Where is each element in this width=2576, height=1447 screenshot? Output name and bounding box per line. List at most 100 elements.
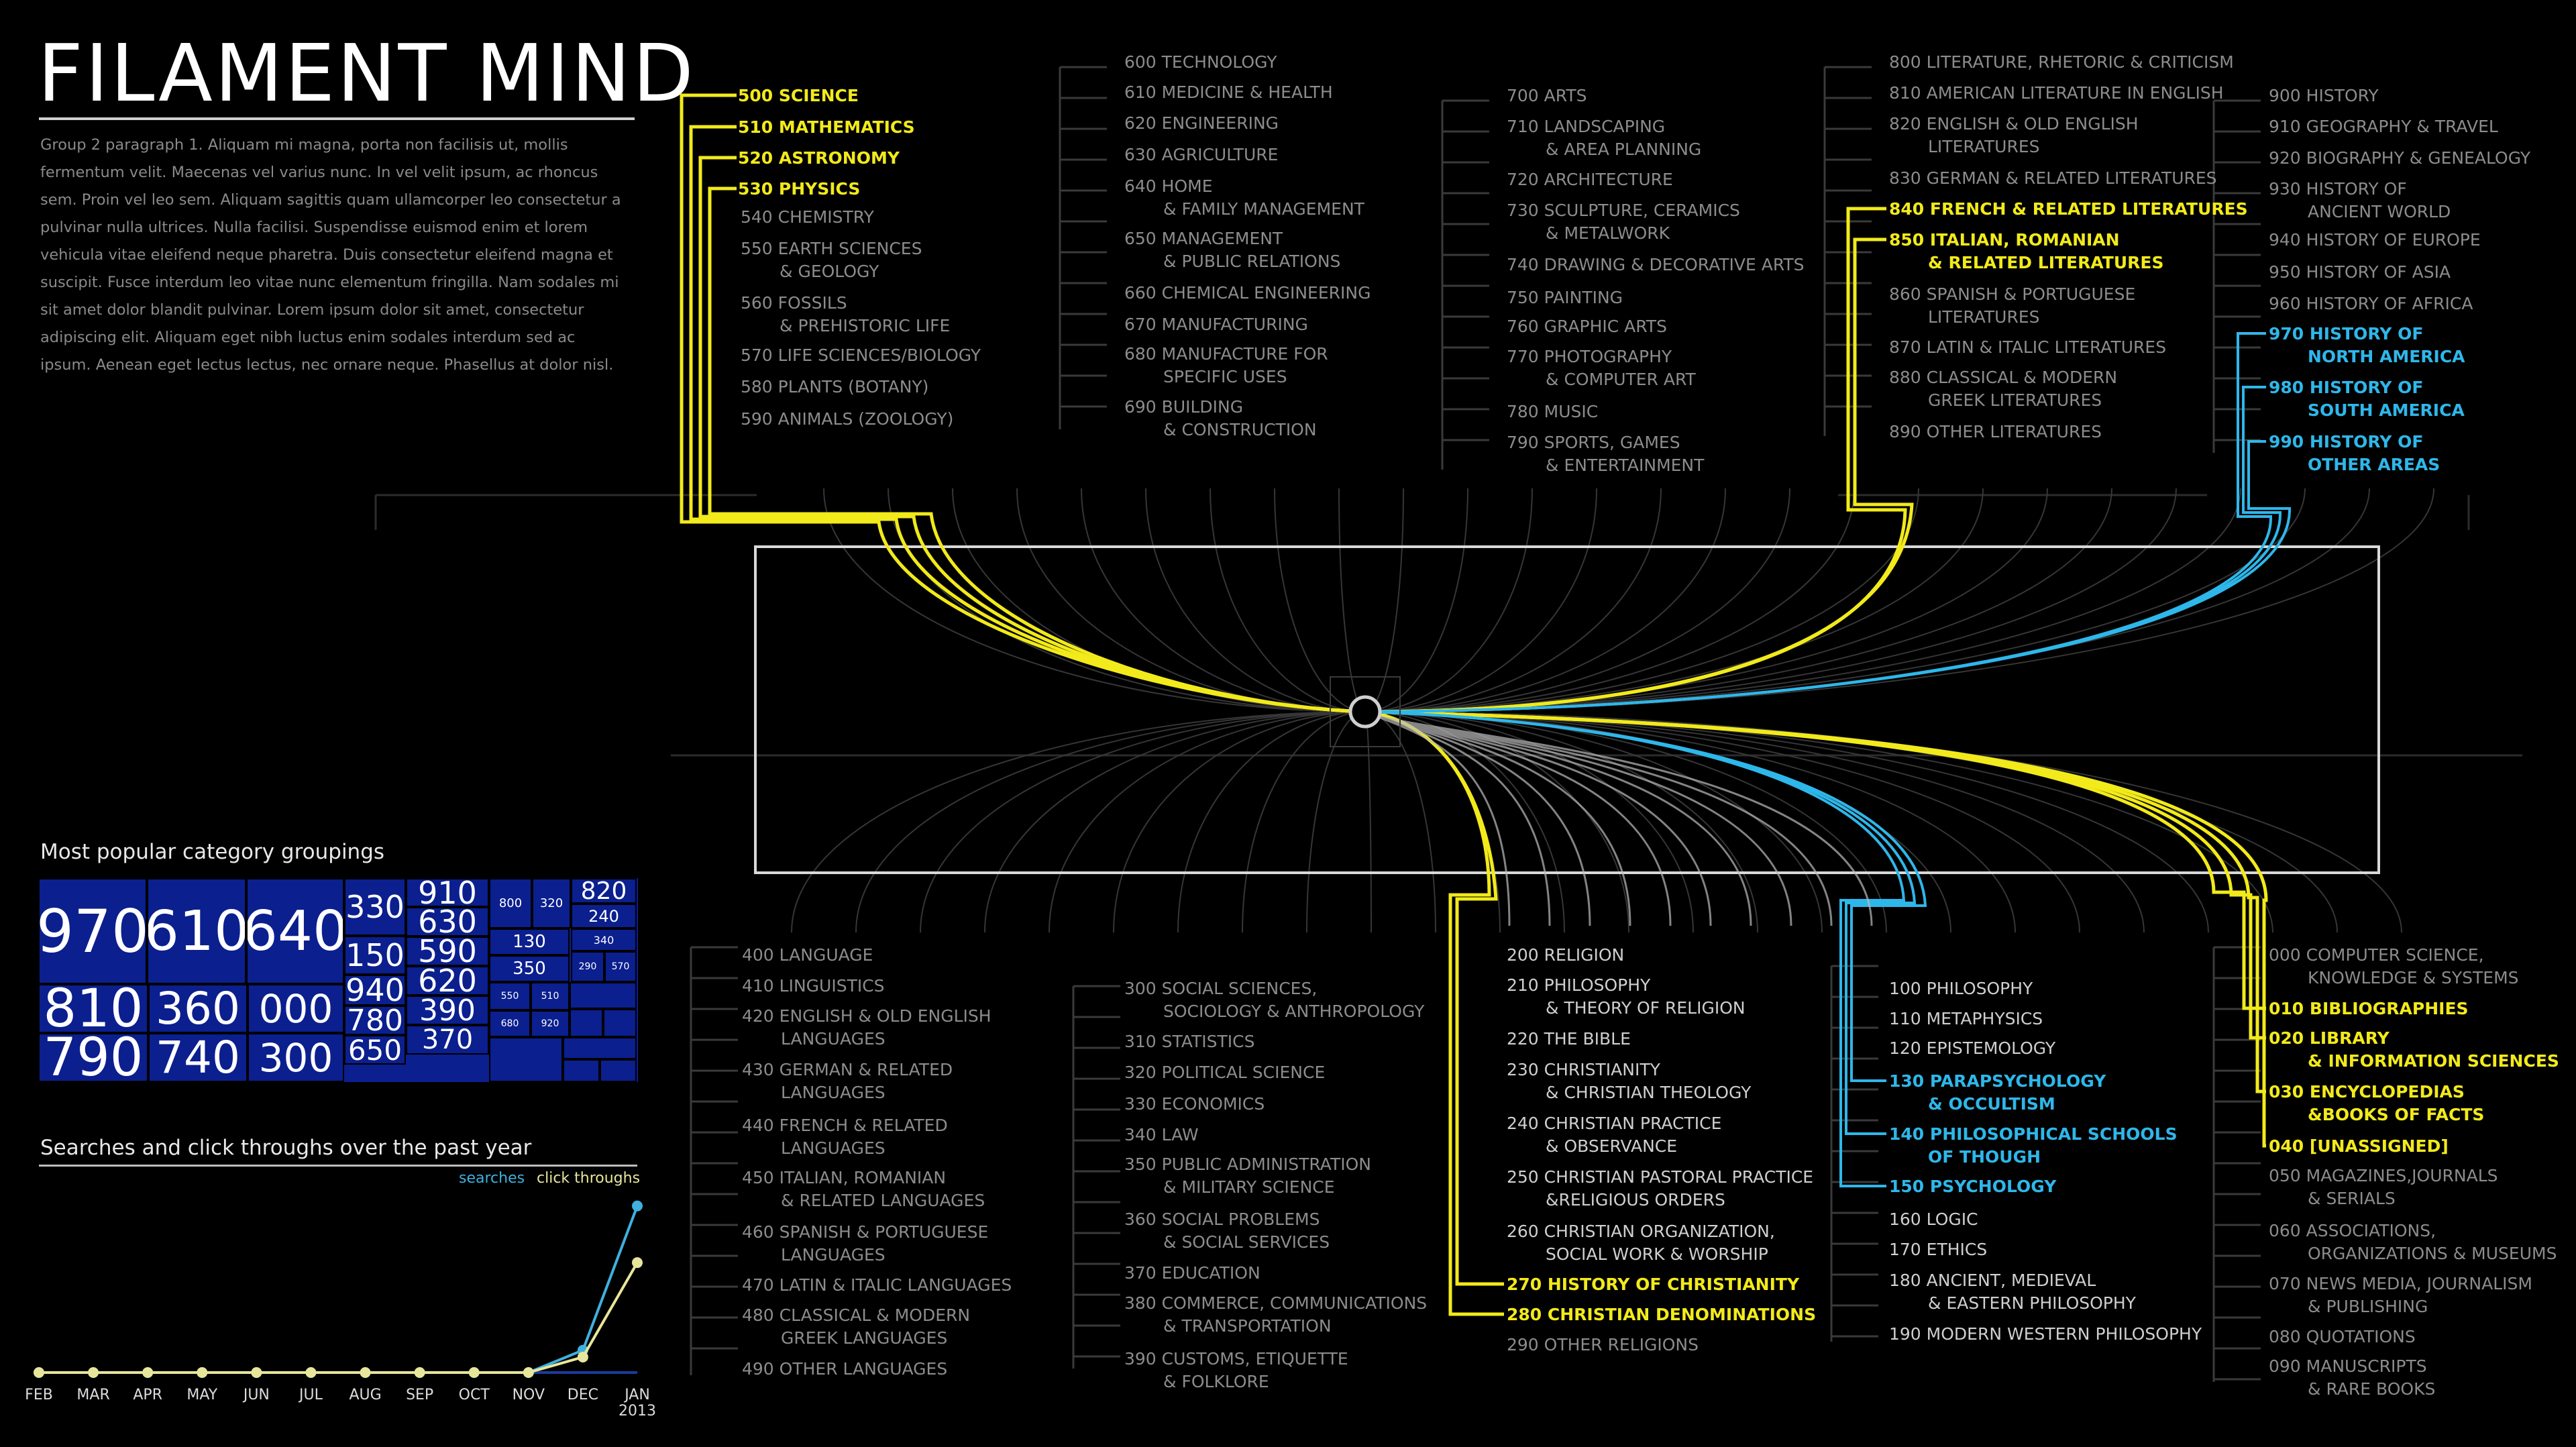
data-point[interactable] xyxy=(305,1367,317,1378)
filament-yellow xyxy=(1364,710,2268,1148)
dewey-category-label: & METALWORK xyxy=(1546,223,1670,243)
background-filament xyxy=(1242,711,1366,933)
background-filament xyxy=(1364,711,2402,933)
background-filament xyxy=(1364,488,1662,712)
dewey-category-label: &RELIGIOUS ORDERS xyxy=(1546,1190,1725,1210)
dewey-category-label: & PREHISTORIC LIFE xyxy=(780,316,950,335)
dewey-category-label: & OCCULTISM xyxy=(1928,1094,2055,1114)
dewey-category-label: 380 COMMERCE, COMMUNICATIONS xyxy=(1124,1293,1427,1313)
data-point[interactable] xyxy=(88,1367,99,1378)
dewey-category-label: 710 LANDSCAPING xyxy=(1507,117,1665,136)
dewey-category-label: 790 SPORTS, GAMES xyxy=(1507,433,1680,452)
treemap-block xyxy=(563,1037,637,1059)
year-label: 2013 xyxy=(619,1403,656,1419)
dewey-category-label: 320 POLITICAL SCIENCE xyxy=(1124,1063,1325,1082)
dewey-category-label: 850 ITALIAN, ROMANIAN xyxy=(1889,230,2120,250)
dewey-category-label: LANGUAGES xyxy=(781,1029,885,1049)
dewey-category-label: OTHER AREAS xyxy=(2308,455,2440,474)
background-filament xyxy=(1364,488,1790,712)
dewey-category-label: 490 OTHER LANGUAGES xyxy=(742,1359,947,1379)
treemap-cell: 390 xyxy=(406,996,489,1025)
dewey-category-label: 800 LITERATURE, RHETORIC & CRITICISM xyxy=(1889,52,2234,72)
dewey-category-label: 430 GERMAN & RELATED xyxy=(742,1060,953,1079)
dewey-category-label: 170 ETHICS xyxy=(1889,1240,1987,1259)
dewey-category-label: 480 CLASSICAL & MODERN xyxy=(742,1305,970,1325)
dewey-category-label: 610 MEDICINE & HEALTH xyxy=(1124,83,1333,102)
data-point[interactable] xyxy=(632,1257,643,1269)
dewey-category-label: GREEK LANGUAGES xyxy=(781,1328,947,1348)
dewey-category-label: 390 CUSTOMS, ETIQUETTE xyxy=(1124,1349,1348,1369)
dewey-category-label: 440 FRENCH & RELATED xyxy=(742,1116,948,1135)
dewey-category-label: 870 LATIN & ITALIC LITERATURES xyxy=(1889,337,2166,357)
treemap-cell: 510 xyxy=(531,982,570,1010)
dewey-category-label: 600 TECHNOLOGY xyxy=(1124,52,1277,72)
data-point[interactable] xyxy=(523,1367,534,1378)
background-filament xyxy=(1364,488,1597,712)
dewey-category-label: 890 OTHER LITERATURES xyxy=(1889,422,2102,441)
dewey-category-label: 580 PLANTS (BOTANY) xyxy=(741,377,928,396)
background-filaments xyxy=(791,488,2434,933)
month-tick-label: MAR xyxy=(76,1387,109,1403)
data-point[interactable] xyxy=(142,1367,154,1378)
background-filament xyxy=(1049,711,1366,933)
dewey-category-label: 900 HISTORY xyxy=(2269,86,2379,105)
background-filament xyxy=(1113,711,1366,933)
dewey-category-label: & MILITARY SCIENCE xyxy=(1163,1177,1335,1197)
dewey-category-label: 120 EPISTEMOLOGY xyxy=(1889,1038,2056,1058)
dewey-category-label: 690 BUILDING xyxy=(1124,397,1243,417)
dewey-category-label: & PUBLISHING xyxy=(2308,1297,2428,1316)
dewey-category-label: 680 MANUFACTURE FOR xyxy=(1124,344,1328,364)
dewey-category-label: 230 CHRISTIANITY xyxy=(1507,1060,1661,1079)
treemap-heading: Most popular category groupings xyxy=(40,840,385,864)
data-point[interactable] xyxy=(197,1367,208,1378)
dewey-category-label: & AREA PLANNING xyxy=(1546,140,1701,159)
background-filament xyxy=(952,488,1366,712)
data-point[interactable] xyxy=(577,1351,588,1362)
dewey-category-label: 310 STATISTICS xyxy=(1124,1032,1255,1051)
dewey-category-label: 640 HOME xyxy=(1124,176,1213,196)
data-point[interactable] xyxy=(632,1200,643,1212)
dewey-category-label: 260 CHRISTIAN ORGANIZATION, xyxy=(1507,1222,1775,1241)
month-tick-label: DEC xyxy=(568,1387,598,1403)
dewey-category-label: 410 LINGUISTICS xyxy=(742,976,885,996)
treemap-cell: 000 xyxy=(248,984,344,1033)
dewey-category-label: 200 RELIGION xyxy=(1507,945,1624,965)
dewey-category-label: SPECIFIC USES xyxy=(1163,367,1287,386)
dewey-category-label: 300 SOCIAL SCIENCES, xyxy=(1124,979,1317,998)
dewey-category-label: 920 BIOGRAPHY & GENEALOGY xyxy=(2269,148,2531,168)
treemap-block xyxy=(570,1009,603,1037)
data-point[interactable] xyxy=(414,1367,425,1378)
dewey-category-label: 880 CLASSICAL & MODERN xyxy=(1889,368,2117,387)
dewey-category-label: & RARE BOOKS xyxy=(2308,1379,2435,1399)
treemap-cell: 590 xyxy=(406,936,489,966)
dewey-category-label: 360 SOCIAL PROBLEMS xyxy=(1124,1210,1320,1229)
dewey-category-label: 140 PHILOSOPHICAL SCHOOLS xyxy=(1889,1124,2178,1144)
dewey-category-label: & RELATED LITERATURES xyxy=(1928,253,2163,272)
dewey-category-label: 620 ENGINEERING xyxy=(1124,113,1279,133)
data-point[interactable] xyxy=(468,1367,480,1378)
dewey-category-label: LANGUAGES xyxy=(781,1245,885,1265)
treemap-cell: 820 xyxy=(571,878,637,904)
dewey-category-label: 110 METAPHYSICS xyxy=(1889,1009,2043,1028)
treemap-cell: 340 xyxy=(571,928,637,951)
dewey-category-label: 100 PHILOSOPHY xyxy=(1889,979,2033,998)
month-tick-label: OCT xyxy=(459,1387,490,1403)
treemap-cell: 360 xyxy=(148,984,248,1033)
dewey-category-label: 470 LATIN & ITALIC LANGUAGES xyxy=(742,1275,1012,1295)
dewey-category-label: LITERATURES xyxy=(1928,137,2040,156)
treemap-cell: 910 xyxy=(406,878,489,907)
dewey-category-label: 750 PAINTING xyxy=(1507,288,1623,307)
dewey-category-label: 910 GEOGRAPHY & TRAVEL xyxy=(2269,117,2498,136)
background-filament xyxy=(791,711,1366,933)
data-point[interactable] xyxy=(251,1367,262,1378)
dewey-category-label: & CONSTRUCTION xyxy=(1163,420,1317,439)
treemap-cell: 810 xyxy=(38,984,148,1033)
data-point[interactable] xyxy=(34,1367,44,1378)
data-point[interactable] xyxy=(360,1367,371,1378)
hub-frame xyxy=(1330,676,1401,747)
treemap-cell: 290 xyxy=(571,951,604,982)
treemap-cell: 650 xyxy=(344,1035,406,1065)
background-filament xyxy=(1364,488,1726,712)
